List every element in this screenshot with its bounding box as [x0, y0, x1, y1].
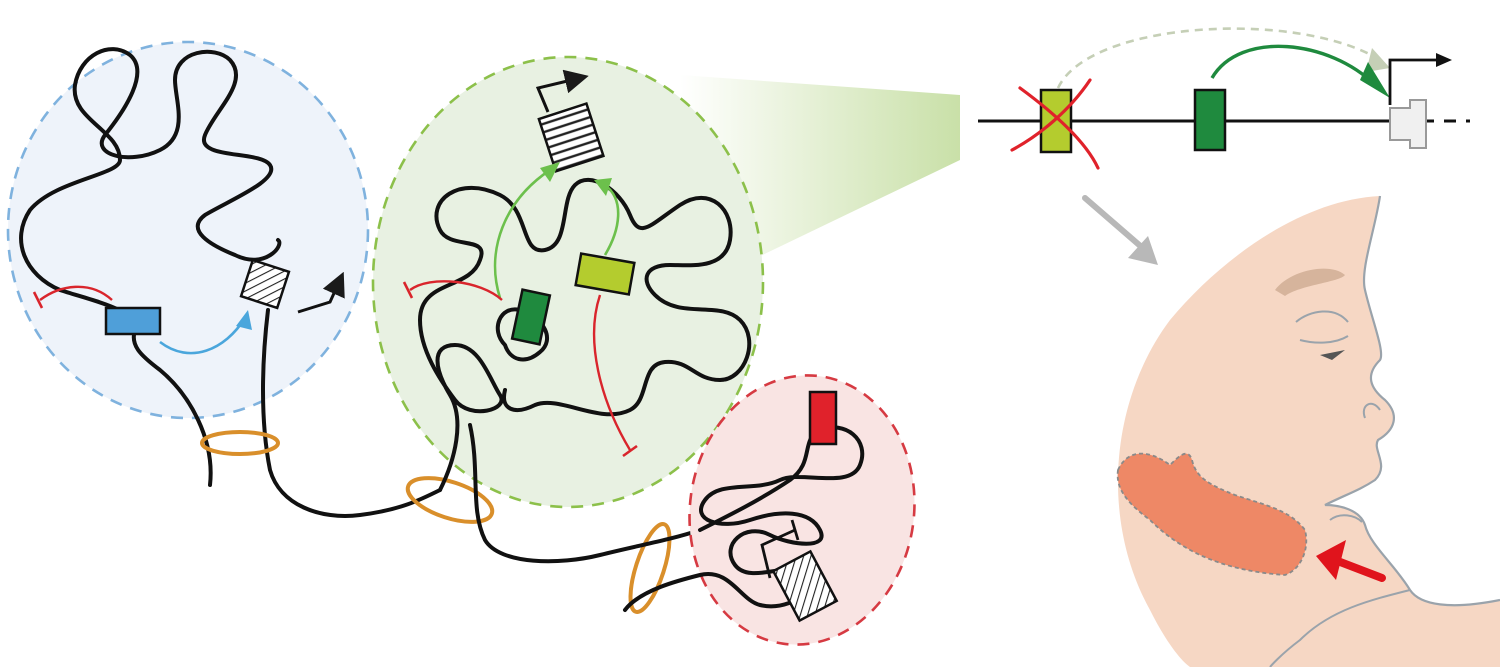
blue-domain [6, 40, 442, 518]
green-domain-ellipse [371, 55, 765, 509]
active-enhancer-box [1193, 88, 1227, 152]
red-element-box [808, 390, 838, 446]
gene-tss-arrowhead-icon [1436, 53, 1452, 67]
blue-domain-ellipse [6, 40, 370, 420]
green-chromatin-fiber-exit [468, 423, 702, 564]
blue-repression-arrow [39, 285, 113, 301]
gray-down-arrowhead-icon [1128, 236, 1158, 265]
insulator-ring-2 [405, 476, 495, 524]
face-skin [1117, 196, 1500, 667]
deletion-cross-icon [1010, 78, 1100, 170]
red-tss-bar-icon [790, 519, 800, 541]
gray-down-arrow [1082, 195, 1148, 253]
linear-locus [978, 27, 1470, 170]
green-activation-arrow-1 [493, 168, 551, 299]
deleted-enhancer-box [1039, 88, 1073, 154]
blue-promoter-box [239, 258, 291, 310]
blue-chromatin-fiber-tail [261, 308, 442, 518]
eyebrow [1275, 268, 1345, 296]
deleted-activation-arrow-faded [1056, 27, 1381, 89]
green-domain [371, 55, 765, 564]
insulator-ring-3 [628, 522, 672, 614]
red-chromatin-fiber-tail [623, 572, 812, 612]
gene-body-icon [1389, 99, 1427, 149]
red-pointer-arrow [1331, 556, 1386, 582]
green-repression-bar-2-icon [622, 444, 638, 458]
affected-jaw-region [1116, 452, 1308, 576]
green-tss-arrow-icon [535, 69, 589, 113]
green-repression-arrow-2 [593, 294, 632, 451]
green-dark-enhancer-box [510, 288, 552, 346]
gene-tss-arrow-icon [1388, 58, 1440, 105]
green-activation-arrow-2 [603, 183, 620, 256]
green-chromatin-fiber [417, 177, 752, 492]
green-activation-arrowhead-1-icon [540, 162, 560, 182]
insulator-ring-1 [200, 430, 280, 456]
chin-outline [1269, 589, 1411, 667]
blue-activation-arrow [159, 317, 247, 355]
blue-tss-arrow-icon [297, 271, 345, 314]
green-repression-arrow-1 [409, 280, 503, 301]
green-light-enhancer-box [574, 252, 636, 296]
green-promoter-box [537, 102, 606, 173]
red-promoter-box [771, 549, 839, 623]
eye-lash [1320, 350, 1345, 360]
red-pointer-arrowhead-icon [1316, 540, 1346, 580]
blue-activation-arrowhead-icon [236, 310, 252, 330]
green-activation-arrowhead-2-icon [594, 178, 612, 196]
mouth-line [1329, 514, 1363, 523]
deleted-activation-arrowhead-faded-icon [1366, 48, 1390, 72]
nose-nostril [1362, 402, 1381, 419]
active-activation-arrowhead-icon [1360, 62, 1390, 98]
active-activation-arrow [1210, 44, 1377, 87]
blue-chromatin-fiber [19, 47, 282, 487]
red-tss-repressed-icon [760, 528, 796, 579]
eye-lid [1295, 310, 1349, 344]
green-repression-bar-1-icon [402, 281, 414, 299]
blue-enhancer-box [104, 306, 162, 336]
face-outline [1324, 195, 1500, 607]
blue-repression-bar-icon [32, 291, 44, 309]
red-domain [623, 374, 916, 646]
face-profile [1116, 195, 1500, 667]
